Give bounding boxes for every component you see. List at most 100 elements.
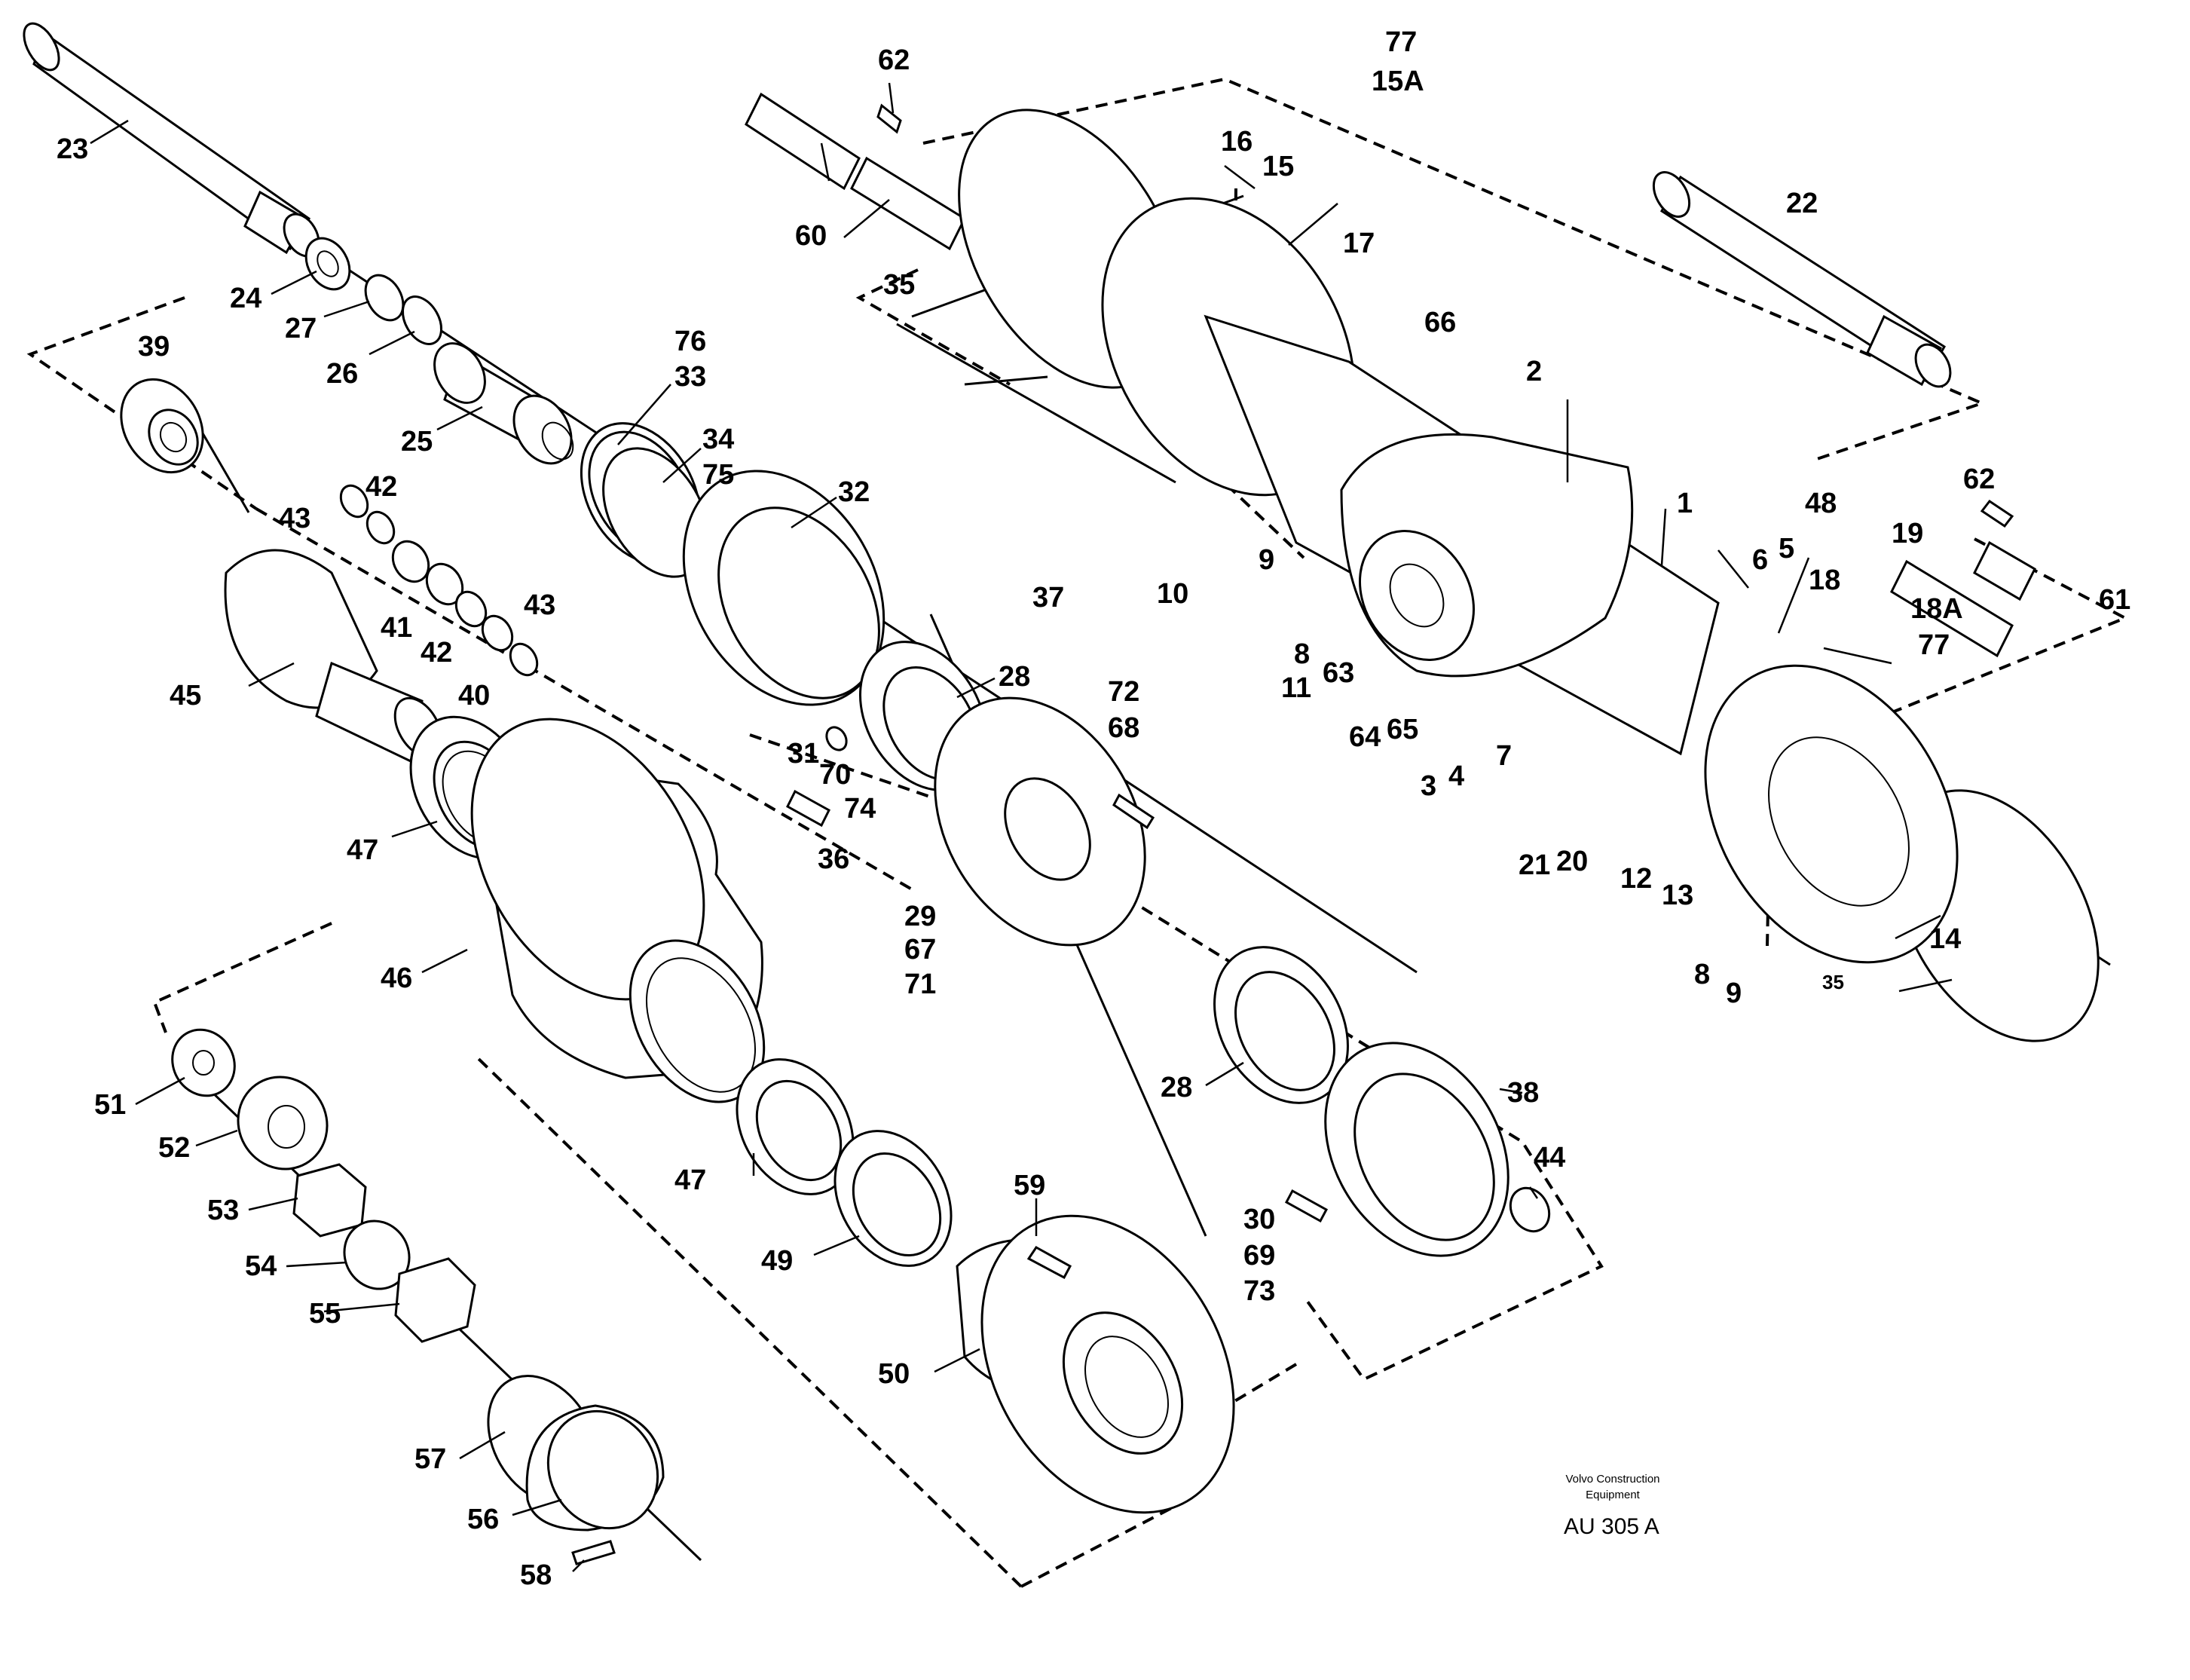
- bearing-lower: [736, 1058, 953, 1267]
- part-labels: 23 24 27 26 25 39 43 42 41 42 43 40 45 4…: [57, 26, 2130, 1591]
- label-30: 30: [1243, 1204, 1275, 1235]
- label-18a: 18A: [1910, 593, 1963, 625]
- label-47-bottom: 47: [674, 1164, 706, 1196]
- label-19: 19: [1892, 518, 1923, 549]
- label-26: 26: [326, 358, 358, 390]
- credit-company: Volvo Construction: [1565, 1473, 1659, 1486]
- label-52: 52: [158, 1132, 190, 1164]
- label-33: 33: [674, 361, 706, 393]
- label-58: 58: [520, 1559, 552, 1591]
- label-56: 56: [467, 1504, 499, 1535]
- label-18: 18: [1809, 565, 1840, 596]
- label-61: 61: [2099, 584, 2130, 616]
- label-7: 7: [1496, 740, 1512, 772]
- small-fasteners: [786, 103, 2014, 1280]
- sun-gear-shaft: [433, 342, 574, 465]
- label-55: 55: [309, 1298, 341, 1330]
- label-2: 2: [1526, 356, 1542, 387]
- label-42-top: 42: [366, 471, 397, 503]
- drive-shaft-right: [1652, 171, 1952, 388]
- hub-nuts-washers: [171, 1028, 476, 1343]
- label-22: 22: [1786, 188, 1818, 219]
- label-4: 4: [1448, 760, 1464, 792]
- label-47-top: 47: [347, 834, 378, 866]
- wheel-hub-conical: [470, 718, 766, 1103]
- label-10: 10: [1157, 578, 1188, 610]
- label-59: 59: [1014, 1170, 1045, 1201]
- label-66: 66: [1424, 307, 1456, 338]
- label-40: 40: [458, 680, 490, 711]
- label-5: 5: [1779, 533, 1794, 565]
- label-62-top: 62: [878, 44, 910, 76]
- label-39: 39: [138, 331, 170, 363]
- label-67: 67: [904, 934, 936, 965]
- label-71: 71: [904, 969, 936, 1000]
- label-65: 65: [1387, 714, 1418, 745]
- label-21: 21: [1519, 849, 1550, 881]
- shaft-washers: [304, 237, 443, 345]
- label-35-right: 35: [1822, 971, 1844, 993]
- label-43-bottom: 43: [524, 589, 555, 621]
- label-14: 14: [1929, 923, 1961, 955]
- label-32: 32: [838, 476, 870, 508]
- label-74: 74: [844, 793, 876, 825]
- label-43-top: 43: [279, 503, 310, 534]
- label-48: 48: [1805, 488, 1837, 519]
- label-36: 36: [818, 843, 849, 875]
- label-38: 38: [1507, 1077, 1539, 1109]
- label-1: 1: [1677, 488, 1693, 519]
- label-70: 70: [819, 759, 851, 791]
- label-15: 15: [1262, 151, 1294, 182]
- label-8-bottom: 8: [1694, 959, 1710, 990]
- label-51: 51: [94, 1089, 126, 1121]
- label-8-top: 8: [1294, 638, 1310, 670]
- label-34: 34: [702, 424, 734, 455]
- label-28-bottom: 28: [1161, 1072, 1192, 1103]
- label-11: 11: [1281, 672, 1311, 704]
- label-54: 54: [245, 1250, 277, 1282]
- label-62-right: 62: [1963, 464, 1995, 495]
- planet-bearings: [339, 484, 539, 677]
- hub-cap: [487, 1375, 665, 1565]
- label-72: 72: [1108, 676, 1139, 708]
- drawing-credit: Volvo Construction Equipment AU 305 A: [1564, 1473, 1660, 1539]
- label-77-right: 77: [1918, 629, 1950, 661]
- label-23: 23: [57, 133, 88, 165]
- label-17: 17: [1343, 228, 1375, 259]
- label-37: 37: [1032, 582, 1064, 614]
- label-41: 41: [381, 612, 412, 644]
- label-31: 31: [788, 738, 819, 770]
- label-20: 20: [1556, 846, 1588, 877]
- label-77-top: 77: [1385, 26, 1417, 58]
- label-9-top: 9: [1259, 544, 1274, 576]
- wheel-hub-flange: [956, 1214, 1235, 1514]
- label-3: 3: [1421, 770, 1436, 802]
- label-24: 24: [230, 283, 262, 314]
- breather-tubes: [745, 92, 2036, 658]
- label-49: 49: [761, 1245, 793, 1277]
- label-12: 12: [1620, 863, 1652, 895]
- label-73: 73: [1243, 1275, 1275, 1307]
- label-75: 75: [702, 459, 734, 491]
- snap-rings: [580, 422, 709, 578]
- label-64: 64: [1349, 721, 1381, 753]
- label-27: 27: [285, 313, 317, 344]
- label-63: 63: [1323, 657, 1354, 689]
- label-50: 50: [878, 1358, 910, 1390]
- planet-gear: [120, 378, 204, 474]
- label-45: 45: [170, 680, 201, 711]
- brake-parts: [682, 470, 1551, 1257]
- label-28-top: 28: [999, 661, 1030, 693]
- label-69: 69: [1243, 1240, 1275, 1271]
- label-76: 76: [674, 326, 706, 357]
- label-68: 68: [1108, 712, 1139, 744]
- label-16: 16: [1221, 126, 1253, 158]
- label-29: 29: [904, 901, 936, 932]
- label-35-top: 35: [883, 269, 915, 301]
- label-9-bottom: 9: [1726, 978, 1742, 1009]
- label-46: 46: [381, 962, 412, 994]
- callout-leaders: [90, 82, 1953, 1572]
- label-57: 57: [414, 1443, 446, 1475]
- credit-division: Equipment: [1586, 1489, 1641, 1501]
